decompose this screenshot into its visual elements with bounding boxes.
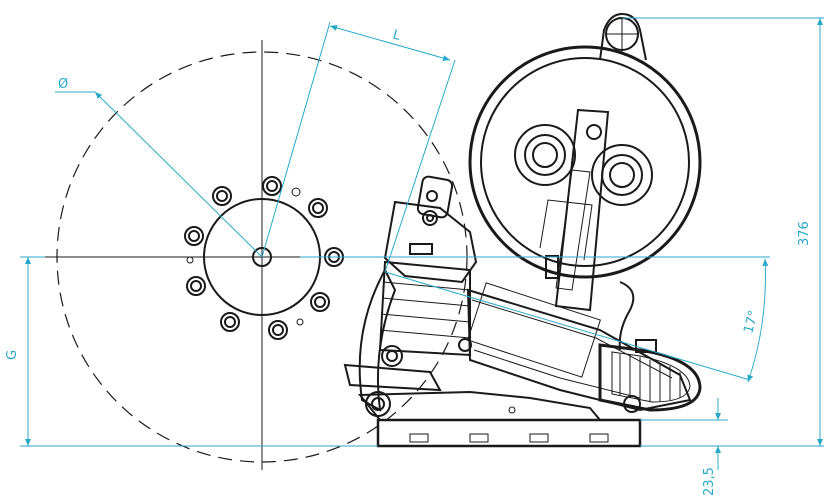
dimension-lines: [20, 17, 824, 470]
base-height-label: 23,5: [702, 467, 717, 496]
g-label: G: [5, 350, 20, 360]
drive-gear: [598, 339, 702, 412]
machine-body: [343, 175, 702, 421]
support-arm: [539, 108, 610, 312]
upper-disc: [468, 45, 702, 279]
length-label: L: [391, 27, 403, 44]
height-label: 376: [797, 221, 812, 246]
hub: [184, 176, 344, 340]
base-plate: [376, 418, 642, 448]
angle-label: 17°: [741, 309, 761, 335]
diameter-label: Ø: [58, 77, 68, 92]
